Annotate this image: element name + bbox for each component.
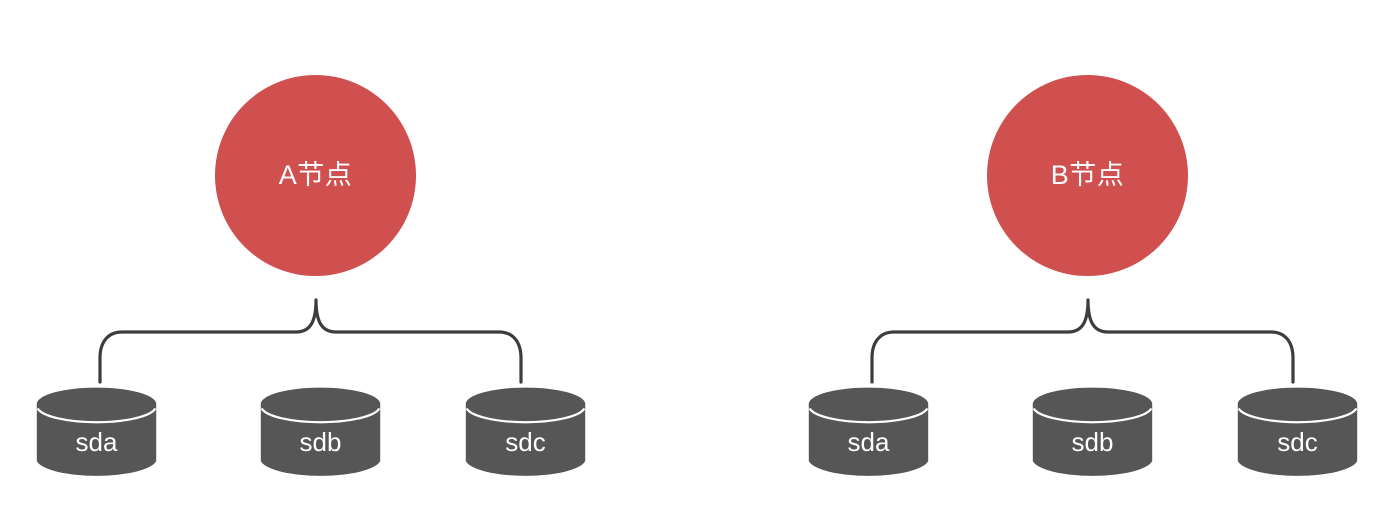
database-cylinder-icon (1032, 387, 1153, 476)
node-circle-a[interactable]: A节点 (215, 75, 416, 276)
disk-sdb-b[interactable]: sdb (1032, 387, 1153, 478)
database-cylinder-icon (808, 387, 929, 476)
node-label-b: B节点 (1050, 160, 1125, 190)
disk-sdc-b[interactable]: sdc (1237, 387, 1358, 478)
disk-sda-b[interactable]: sda (808, 387, 929, 478)
node-group-a: A节点 sda sdb (0, 0, 620, 528)
node-circle-b[interactable]: B节点 (987, 75, 1188, 276)
node-group-b: B节点 sda sdb (772, 0, 1380, 528)
database-cylinder-icon (36, 387, 157, 476)
database-cylinder-icon (465, 387, 586, 476)
brace-connector-a (98, 298, 523, 384)
database-cylinder-icon (1237, 387, 1358, 476)
node-label-a: A节点 (278, 160, 353, 190)
disk-sdb-a[interactable]: sdb (260, 387, 381, 478)
database-cylinder-icon (260, 387, 381, 476)
brace-connector-b (870, 298, 1295, 384)
disk-sda-a[interactable]: sda (36, 387, 157, 478)
disk-sdc-a[interactable]: sdc (465, 387, 586, 478)
